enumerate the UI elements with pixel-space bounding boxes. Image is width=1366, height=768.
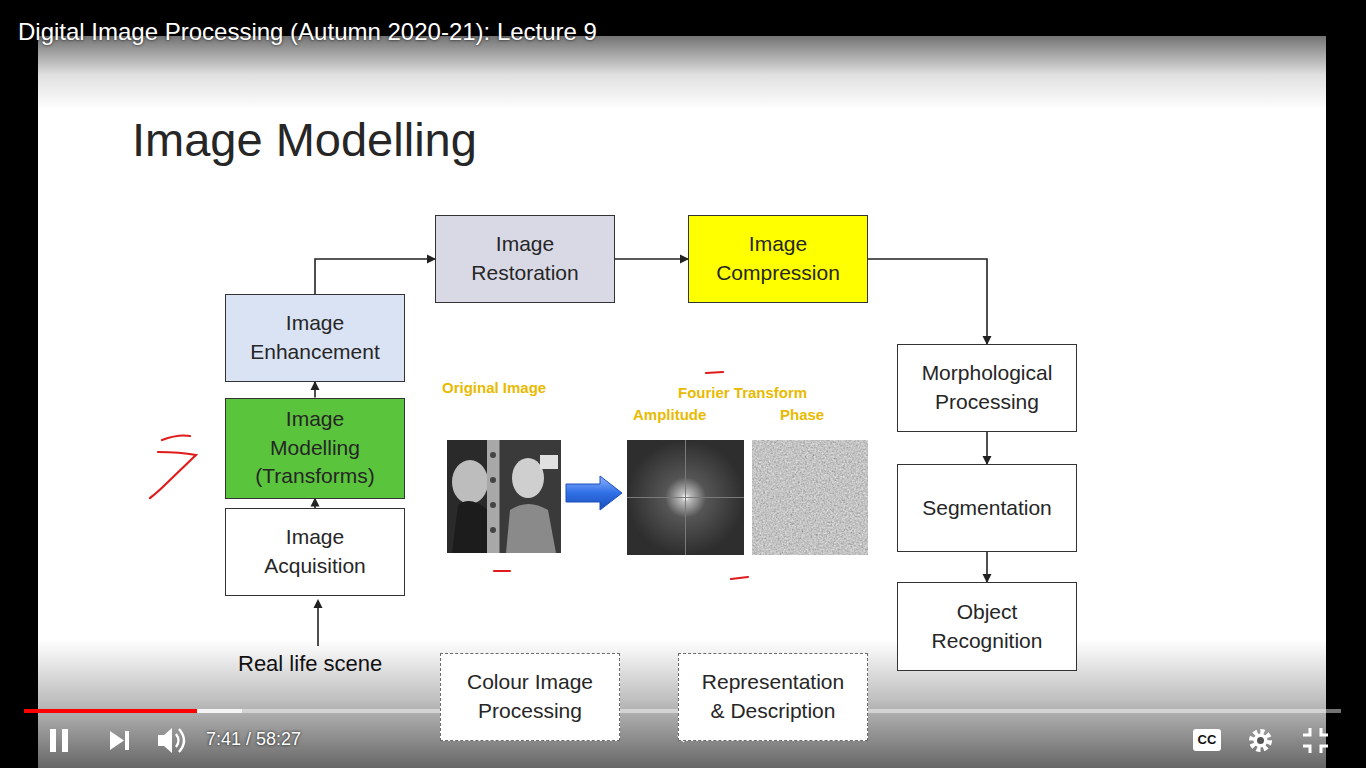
slide-title: Image Modelling (132, 112, 477, 167)
dashed-box: Colour Image Processing (440, 653, 620, 741)
box-label: Representation & Description (698, 668, 848, 726)
process-box: Image Enhancement (225, 294, 405, 382)
flow-arrow (615, 258, 688, 260)
input-label: Real life scene (238, 651, 382, 677)
phase-image (752, 440, 868, 555)
box-label: Segmentation (922, 494, 1052, 523)
original-image (447, 440, 561, 553)
image-caption: Fourier Transform (678, 384, 807, 401)
top-shade (0, 0, 1366, 110)
input-arrow-head (314, 599, 323, 608)
box-label: Image Enhancement (240, 309, 390, 367)
box-label: Image Acquisition (240, 523, 390, 581)
box-label: Colour Image Processing (455, 668, 605, 726)
process-box: Image Modelling (Transforms) (225, 398, 405, 499)
box-label: Object Recognition (912, 598, 1062, 656)
process-box: Image Acquisition (225, 508, 405, 596)
input-arrow (317, 606, 319, 646)
image-caption: Original Image (442, 379, 546, 396)
flow-arrow (314, 382, 316, 398)
time-display: 7:41 / 58:27 (206, 729, 301, 750)
box-label: Image Modelling (Transforms) (240, 405, 390, 492)
video-title: Digital Image Processing (Autumn 2020-21… (18, 18, 597, 46)
flow-arrow (315, 259, 435, 294)
image-caption: Phase (780, 406, 824, 423)
box-label: Image Restoration (450, 230, 600, 288)
process-box: Segmentation (897, 464, 1077, 552)
dashed-box: Representation & Description (678, 653, 868, 741)
box-label: Morphological Processing (912, 359, 1062, 417)
image-caption: Amplitude (633, 406, 706, 423)
flow-arrow (868, 259, 987, 344)
process-box: Morphological Processing (897, 344, 1077, 432)
flow-arrow (986, 552, 988, 582)
box-label: Image Compression (703, 230, 853, 288)
process-box: Image Restoration (435, 215, 615, 303)
flow-arrow (986, 432, 988, 464)
amplitude-image (627, 440, 744, 555)
flow-arrow (314, 499, 316, 509)
transform-arrow (566, 476, 622, 510)
process-box: Object Recognition (897, 582, 1077, 671)
process-box: Image Compression (688, 215, 868, 303)
caption-button: CC (1193, 729, 1221, 751)
